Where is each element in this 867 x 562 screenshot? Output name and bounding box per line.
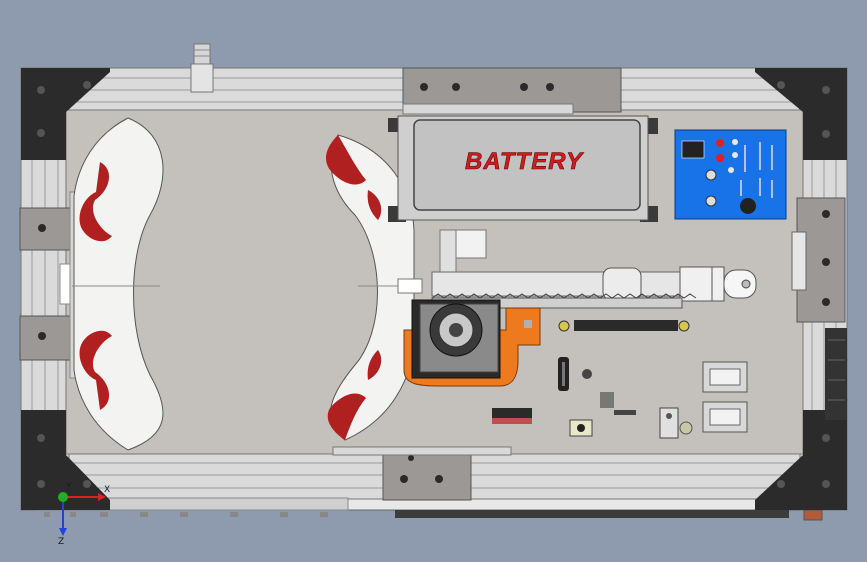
left-side-mounts <box>19 191 77 379</box>
linear-actuator <box>431 229 757 302</box>
pneumatic-fitting <box>190 43 214 93</box>
bottom-connector-strip <box>35 497 823 521</box>
axis-triad: X Y Z <box>58 482 110 547</box>
bottom-mount-plate <box>332 446 512 501</box>
z-axis-label: Z <box>58 537 64 547</box>
right-side-mount <box>791 197 846 323</box>
top-mount-plate <box>402 67 622 115</box>
raspberry-pi-board <box>492 357 693 439</box>
corner-brackets <box>21 68 847 510</box>
stepper-motor <box>403 299 541 387</box>
usb-ports <box>702 361 748 433</box>
gpio-header <box>558 320 690 332</box>
y-axis-marker <box>58 492 68 502</box>
left-gripper-jaw <box>72 117 164 451</box>
y-axis-label: Y <box>65 482 72 492</box>
x-axis-label: X <box>104 485 110 495</box>
battery-pack: BATTERY <box>388 115 658 222</box>
cooling-fan <box>825 328 847 420</box>
control-board <box>674 129 787 220</box>
battery-label: BATTERY <box>465 148 584 175</box>
